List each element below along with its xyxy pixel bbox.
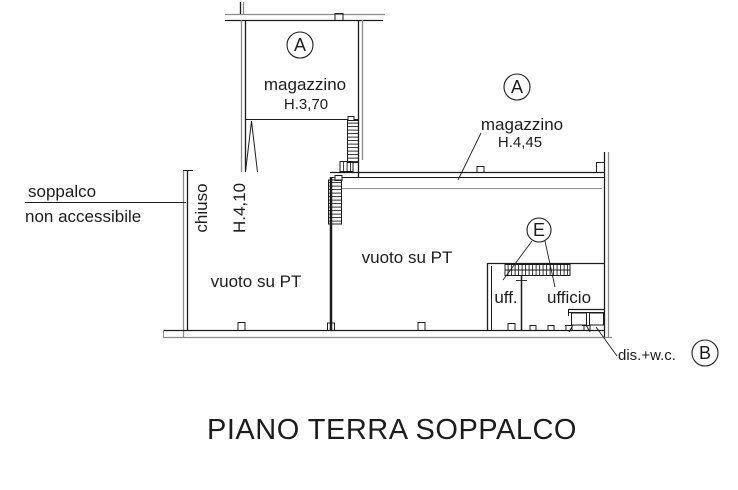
labels-layer: A magazzino H.3,70 A magazzino H.4,45 so… bbox=[25, 35, 711, 446]
marker-a-top-label: A bbox=[294, 35, 306, 55]
room-label-magazzino-right: magazzino bbox=[481, 115, 563, 134]
marker-a-right-label: A bbox=[511, 77, 523, 97]
note-soppalco-line2: non accessibile bbox=[25, 207, 141, 226]
marker-circle-e bbox=[526, 217, 552, 243]
room-height-magazzino-top: H.3,70 bbox=[284, 96, 328, 113]
room-label-ufficio: ufficio bbox=[547, 288, 591, 307]
note-dis-wc: dis.+w.c. bbox=[618, 347, 676, 364]
marker-circle-b bbox=[691, 339, 719, 367]
room-label-magazzino-top: magazzino bbox=[264, 75, 346, 94]
marker-b-label: B bbox=[699, 343, 711, 363]
room-height-chiuso: H.4,10 bbox=[230, 183, 249, 233]
stairs-upper-hatch bbox=[339, 116, 359, 172]
marker-circles bbox=[286, 31, 719, 367]
page-title: PIANO TERRA SOPPALCO bbox=[207, 414, 577, 446]
marker-circle-a-top bbox=[286, 31, 314, 59]
room-label-uff: uff. bbox=[494, 288, 517, 307]
leader-lines bbox=[25, 132, 618, 357]
room-label-chiuso: chiuso bbox=[192, 183, 211, 232]
door-symbol-magazzino bbox=[245, 120, 258, 173]
note-soppalco-line1: soppalco bbox=[28, 182, 96, 201]
marker-e-label: E bbox=[533, 220, 545, 240]
room-label-vuoto-right: vuoto su PT bbox=[362, 248, 453, 267]
marker-circle-a-right bbox=[503, 73, 531, 101]
walls-layer bbox=[163, 2, 612, 339]
room-label-vuoto-left: vuoto su PT bbox=[211, 272, 302, 291]
stairs-lower-hatch bbox=[328, 175, 343, 225]
stairs-e-hatch bbox=[504, 264, 571, 276]
room-height-magazzino-right: H.4,45 bbox=[498, 134, 542, 151]
